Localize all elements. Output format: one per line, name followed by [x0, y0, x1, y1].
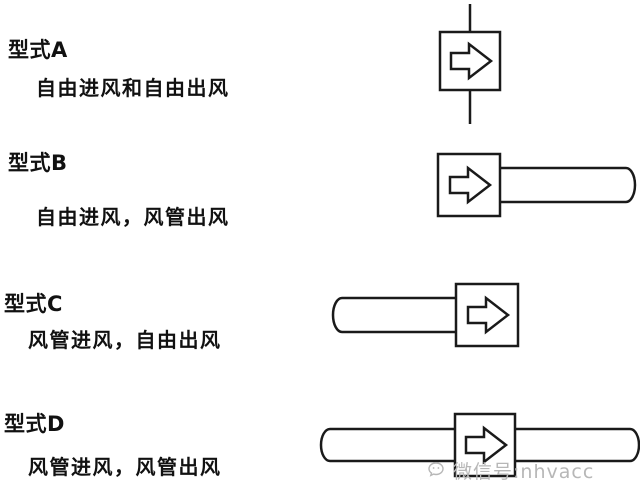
type-c-label: 型式C: [4, 292, 63, 316]
type-d-diagram: [319, 412, 640, 478]
type-b-diagram: [436, 152, 637, 218]
type-c-description: 风管进风，自由出风: [28, 328, 222, 352]
type-b-description: 自由进风，风管出风: [36, 205, 230, 229]
watermark: 微信号:nhvacc: [428, 457, 594, 484]
type-d-label: 型式D: [4, 412, 65, 436]
duct-open-end: [319, 427, 331, 463]
type-b-label: 型式B: [8, 151, 68, 175]
duct-open-end: [625, 166, 637, 204]
inlet-duct: [331, 296, 458, 334]
flow-arrow-icon: [448, 165, 493, 205]
wechat-icon: [428, 461, 444, 477]
type-a-description: 自由进风和自由出风: [36, 76, 230, 100]
inlet-duct: [319, 427, 457, 463]
type-d-description: 风管进风，风管出风: [28, 455, 222, 479]
duct-open-end: [331, 296, 343, 334]
duct-open-end: [629, 427, 640, 463]
type-c-diagram: [331, 282, 520, 348]
type-a-label: 型式A: [8, 38, 68, 62]
flow-arrow-icon: [449, 41, 494, 81]
type-a-diagram: [438, 4, 502, 124]
outlet-duct: [513, 427, 640, 463]
watermark-text: 微信号:nhvacc: [453, 461, 595, 483]
outlet-duct: [500, 166, 637, 204]
flow-arrow-icon: [466, 295, 511, 335]
flow-arrow-icon: [464, 425, 509, 465]
